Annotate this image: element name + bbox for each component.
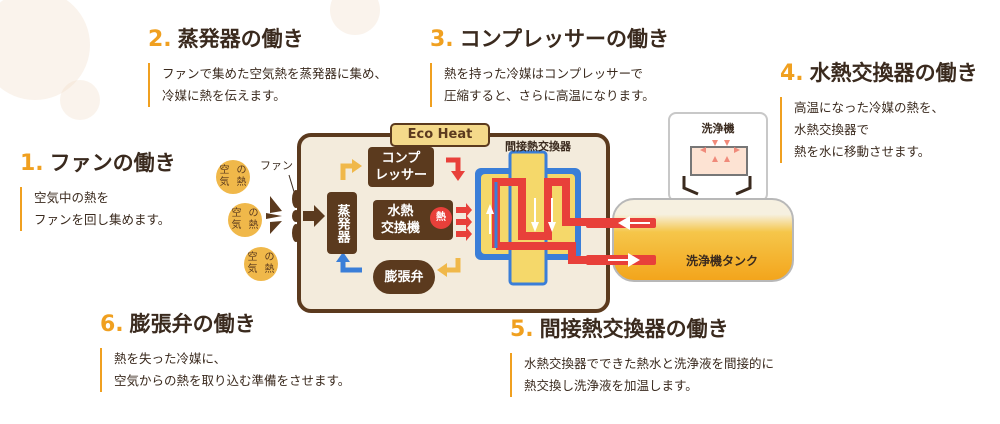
indirect-hx-label: 間接熱交換器 (505, 140, 571, 153)
section-body: 水熱交換器でできた熱水と洗浄液を間接的に 熱交換し洗浄液を加温します。 (510, 353, 774, 397)
section-indirect-hx: 5.間接熱交換器の働き 水熱交換器でできた熱水と洗浄液を間接的に 熱交換し洗浄液… (510, 316, 774, 397)
cycle-arrow-head (352, 159, 362, 173)
body-line: 圧縮すると、さらに高温になります。 (444, 88, 655, 103)
section-heading: 膨張弁の働き (129, 312, 256, 336)
section-body: 熱を持った冷媒はコンプレッサーで 圧縮すると、さらに高温になります。 (430, 63, 669, 107)
water-hx-label-line: 交換機 (381, 221, 421, 236)
section-number: 1. (20, 151, 44, 176)
washer-funnel (682, 176, 752, 196)
section-number: 4. (780, 61, 804, 86)
section-number: 6. (100, 312, 124, 337)
body-line: ファンで集めた空気熱を蒸発器に集め、 (162, 66, 388, 81)
section-body: 熱を失った冷媒に、 空気からの熱を取り込む準備をさせます。 (100, 348, 350, 392)
air-heat-bubble: 空気の熱 (216, 160, 250, 194)
indirect-heat-exchanger (475, 150, 612, 286)
section-number: 3. (430, 27, 454, 52)
body-line: 熱を水に移動させます。 (794, 144, 931, 159)
section-body: 空気中の熱を ファンを回し集めます。 (20, 187, 176, 231)
cycle-arrow-head (437, 263, 447, 277)
heat-badge: 熱 (430, 207, 452, 229)
section-compressor: 3.コンプレッサーの働き 熱を持った冷媒はコンプレッサーで 圧縮すると、さらに高… (430, 26, 669, 107)
section-fan: 1.ファンの働き 空気中の熱を ファンを回し集めます。 (20, 150, 176, 231)
washer-label: 洗浄機 (701, 122, 735, 135)
water-heat-exchanger: 水熱交換機 (373, 200, 453, 240)
body-line: 水熱交換器でできた熱水と洗浄液を間接的に (524, 356, 775, 371)
body-line: 熱交換し洗浄液を加温します。 (524, 378, 698, 393)
body-line: 空気からの熱を取り込む準備をさせます。 (114, 373, 351, 388)
washer-tank (612, 198, 794, 282)
washer-window (690, 146, 748, 176)
arrow-to-evaporator (303, 205, 325, 227)
section-heading: 間接熱交換器の働き (539, 317, 729, 341)
cycle-arrow-head (336, 252, 350, 262)
water-hx-label-line: 水熱 (387, 204, 414, 219)
section-evaporator: 2.蒸発器の働き ファンで集めた空気熱を蒸発器に集め、 冷媒に熱を伝えます。 (148, 26, 387, 107)
section-number: 2. (148, 27, 172, 52)
heat-arrows (456, 203, 472, 241)
section-title: 4.水熱交換器の働き (780, 60, 978, 87)
section-body: 高温になった冷媒の熱を、 水熱交換器で 熱を水に移動させます。 (780, 97, 978, 163)
air-flow-arrows (266, 196, 282, 234)
cycle-arrow (446, 157, 461, 172)
section-title: 5.間接熱交換器の働き (510, 316, 774, 343)
fan-label: ファン (260, 159, 293, 172)
section-water-hx: 4.水熱交換器の働き 高温になった冷媒の熱を、 水熱交換器で 熱を水に移動させま… (780, 60, 978, 163)
cycle-arrow (340, 163, 353, 180)
compressor-label-line: レッサー (374, 168, 427, 183)
compressor-label-line: コンプ (381, 151, 421, 166)
body-line: 熱を失った冷媒に、 (114, 351, 227, 366)
body-line: 水熱交換器で (794, 122, 870, 137)
section-title: 1.ファンの働き (20, 150, 176, 177)
section-heading: 蒸発器の働き (177, 27, 304, 51)
body-line: 熱を持った冷媒はコンプレッサーで (444, 66, 643, 81)
section-number: 5. (510, 317, 534, 342)
air-heat-bubble: 空気の熱 (244, 247, 278, 281)
section-heading: ファンの働き (49, 151, 176, 175)
section-expansion-valve: 6.膨張弁の働き 熱を失った冷媒に、 空気からの熱を取り込む準備をさせます。 (100, 311, 350, 392)
washer-spray-icon (700, 140, 740, 162)
section-heading: コンプレッサーの働き (459, 27, 670, 51)
section-title: 6.膨張弁の働き (100, 311, 350, 338)
compressor: コンプレッサー (368, 147, 434, 187)
section-title: 2.蒸発器の働き (148, 26, 387, 53)
expansion-valve: 膨張弁 (373, 260, 435, 294)
section-title: 3.コンプレッサーの働き (430, 26, 669, 53)
body-line: ファンを回し集めます。 (34, 212, 171, 227)
body-line: 高温になった冷媒の熱を、 (794, 100, 945, 115)
tank-pipes (586, 216, 656, 267)
body-line: 冷媒に熱を伝えます。 (162, 88, 286, 103)
eco-heat-label: Eco Heat (390, 123, 490, 147)
cycle-arrow-head (451, 171, 465, 181)
section-heading: 水熱交換器の働き (809, 61, 978, 85)
fan-icon (288, 174, 300, 242)
body-line: 空気中の熱を (34, 190, 110, 205)
section-body: ファンで集めた空気熱を蒸発器に集め、 冷媒に熱を伝えます。 (148, 63, 387, 107)
tank-label: 洗浄機タンク (686, 254, 759, 268)
cycle-arrow (340, 260, 362, 273)
air-heat-bubble: 空気の熱 (228, 203, 262, 237)
evaporator: 蒸発器 (327, 192, 357, 254)
decor-bubble (60, 80, 100, 120)
cycle-arrow (446, 258, 461, 273)
